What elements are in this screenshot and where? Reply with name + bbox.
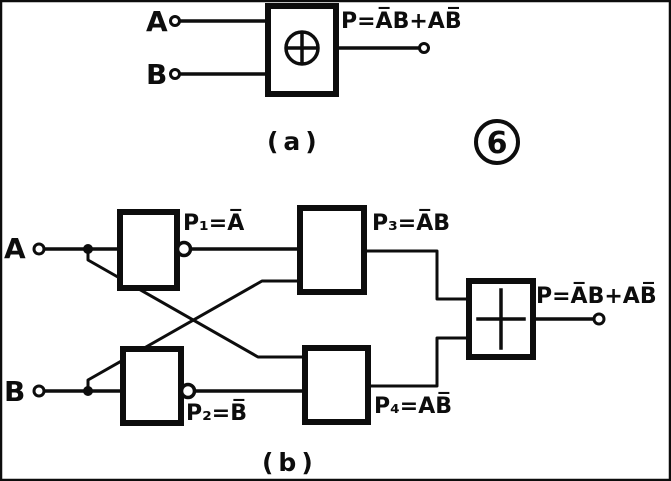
p2-label: P₂=B̅ (186, 400, 247, 426)
figure-number: 6 (487, 126, 508, 161)
part-a-input-a-label: A (146, 5, 168, 38)
part-a-output-terminal (418, 42, 430, 54)
not1-inverter-bubble-icon (175, 240, 193, 258)
and-gate-4-box (302, 345, 371, 425)
p1-label: P₁=A̅ (183, 210, 244, 236)
not2-inverter-bubble-icon (179, 382, 197, 400)
wire-and4-to-or (366, 336, 471, 388)
part-b-input-a-terminal (32, 242, 46, 256)
junction-a-dot (83, 244, 93, 254)
diagram-part-a: A B P=A̅B+AB̅ (a) (146, 3, 462, 156)
junction-b-dot (83, 386, 93, 396)
p3-label: P₃=A̅B (372, 210, 450, 236)
wire-and3-to-or (362, 249, 471, 301)
plus-symbol-icon (476, 288, 526, 350)
part-b-output-label: P=A̅B+AB̅ (536, 283, 657, 309)
part-a-caption: (a) (267, 127, 322, 156)
not-gate-1-box (117, 209, 180, 291)
part-a-input-b-terminal (169, 68, 181, 80)
diagram-part-b: A B P₁=A̅ P₂=B̅ P₃=A̅B (4, 205, 657, 477)
part-b-input-b-label: B (4, 375, 25, 408)
part-b-output-terminal (592, 312, 606, 326)
not-gate-2-box (120, 346, 184, 426)
wire-b-cross-to-and3 (86, 279, 302, 393)
and-gate-3-box (297, 205, 367, 295)
part-a-input-b-label: B (146, 58, 167, 91)
wire-a-cross-to-and4 (86, 247, 307, 359)
p4-label: P₄=AB̅ (374, 393, 452, 419)
part-b-caption: (b) (262, 448, 318, 477)
part-b-input-b-terminal (32, 384, 46, 398)
part-a-output-label: P=A̅B+AB̅ (341, 8, 462, 34)
figure-number-circle (474, 119, 520, 165)
xor-symbol-icon (284, 30, 320, 66)
part-b-input-a-label: A (4, 232, 26, 265)
part-a-input-a-terminal (169, 15, 181, 27)
figure-number-badge: 6 (474, 119, 520, 165)
